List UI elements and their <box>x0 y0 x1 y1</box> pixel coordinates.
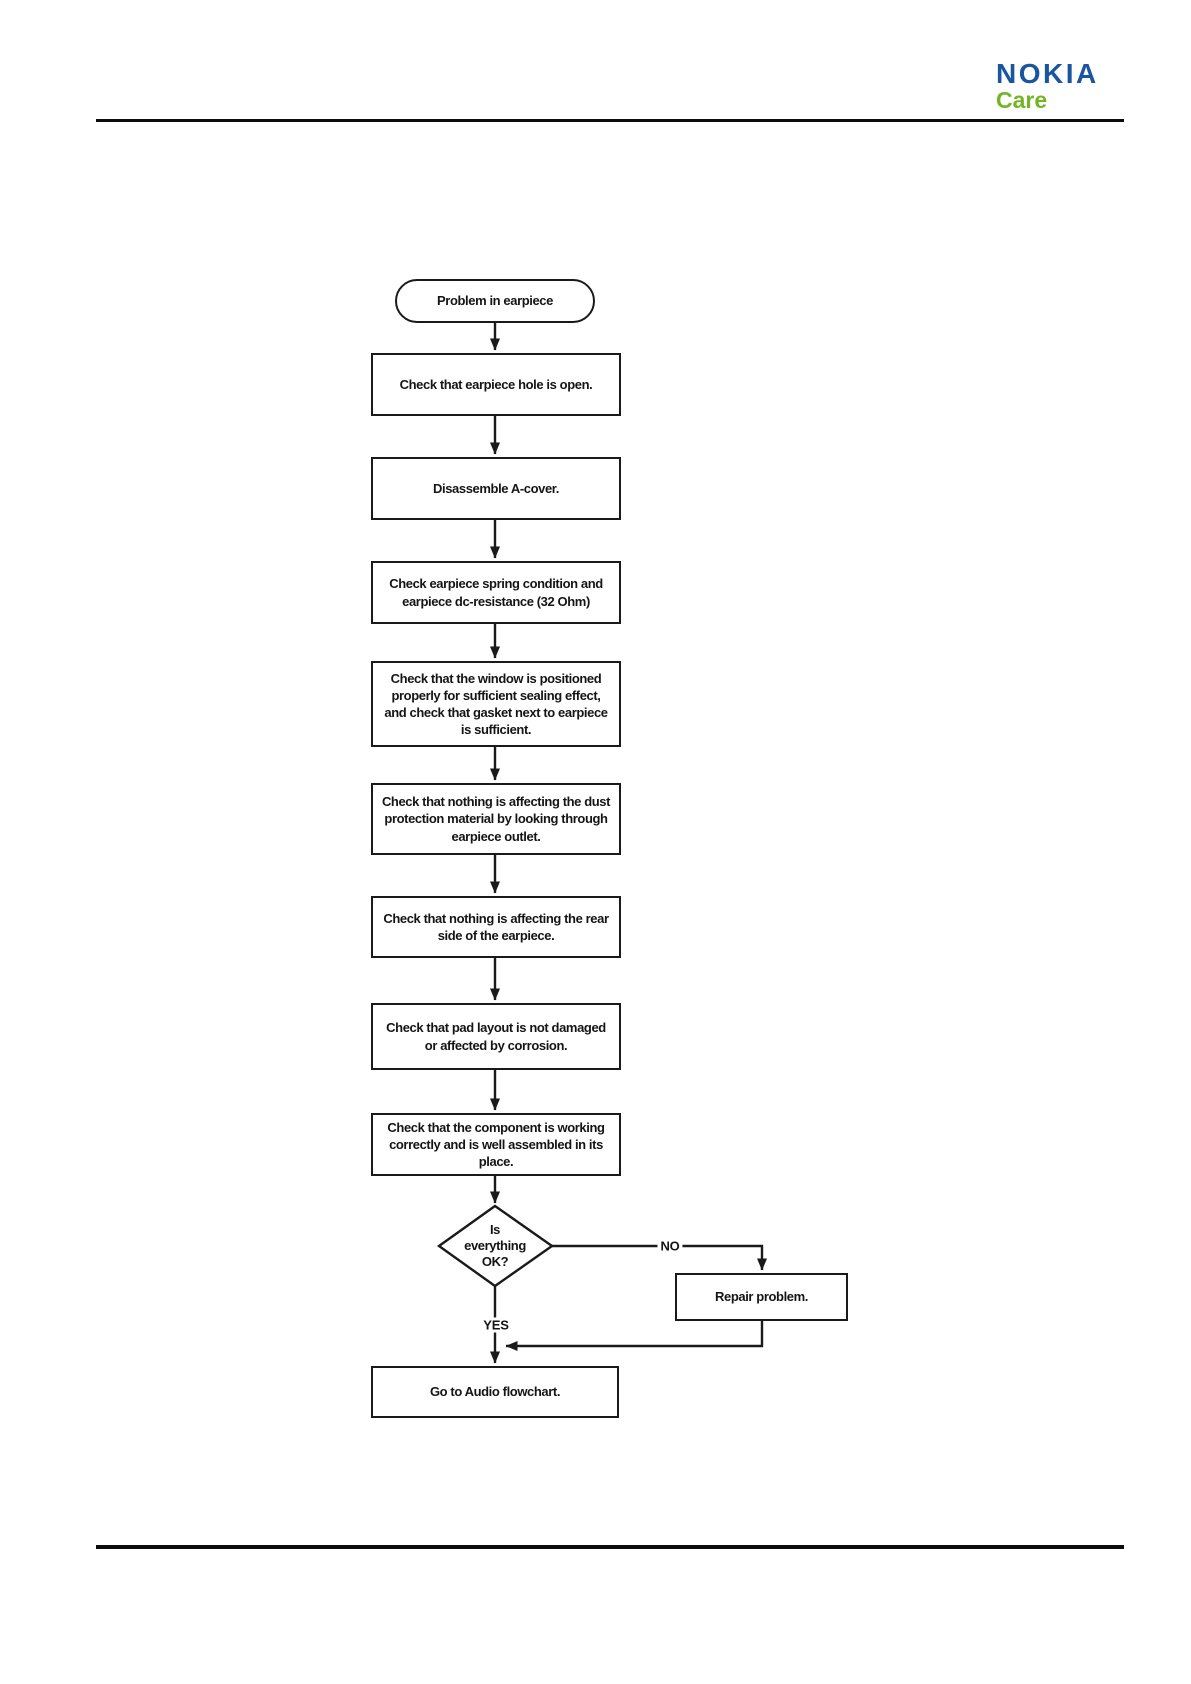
nokia-wordmark: NOKIA <box>996 58 1099 89</box>
flow-step-5: Check that nothing is affecting the dust… <box>371 783 621 855</box>
edge-repair-return <box>505 1321 764 1351</box>
edge-label-yes: YES <box>480 1317 512 1333</box>
flow-step-4: Check that the window is positioned prop… <box>371 661 621 747</box>
flow-repair-box: Repair problem. <box>675 1273 848 1321</box>
flow-step-7: Check that pad layout is not damaged or … <box>371 1003 621 1070</box>
flow-step-2: Disassemble A-cover. <box>371 457 621 520</box>
flow-start-terminator: Problem in earpiece <box>395 279 595 323</box>
decision-diamond <box>436 1204 555 1288</box>
header-rule <box>96 119 1124 122</box>
flow-step-3: Check earpiece spring condition and earp… <box>371 561 621 624</box>
edge-label-no: NO <box>657 1238 683 1254</box>
decision-label: Is everything OK? <box>464 1221 526 1270</box>
flow-step-6: Check that nothing is affecting the rear… <box>371 896 621 958</box>
footer-rule <box>96 1545 1124 1549</box>
nokia-care-logo: NOKIA Care <box>996 60 1099 112</box>
flow-step-8: Check that the component is working corr… <box>371 1113 621 1176</box>
flow-step-1: Check that earpiece hole is open. <box>371 353 621 416</box>
flow-end-box: Go to Audio flowchart. <box>371 1366 619 1418</box>
care-wordmark: Care <box>996 87 1048 113</box>
edge-decision-no-to-repair <box>552 1244 767 1271</box>
